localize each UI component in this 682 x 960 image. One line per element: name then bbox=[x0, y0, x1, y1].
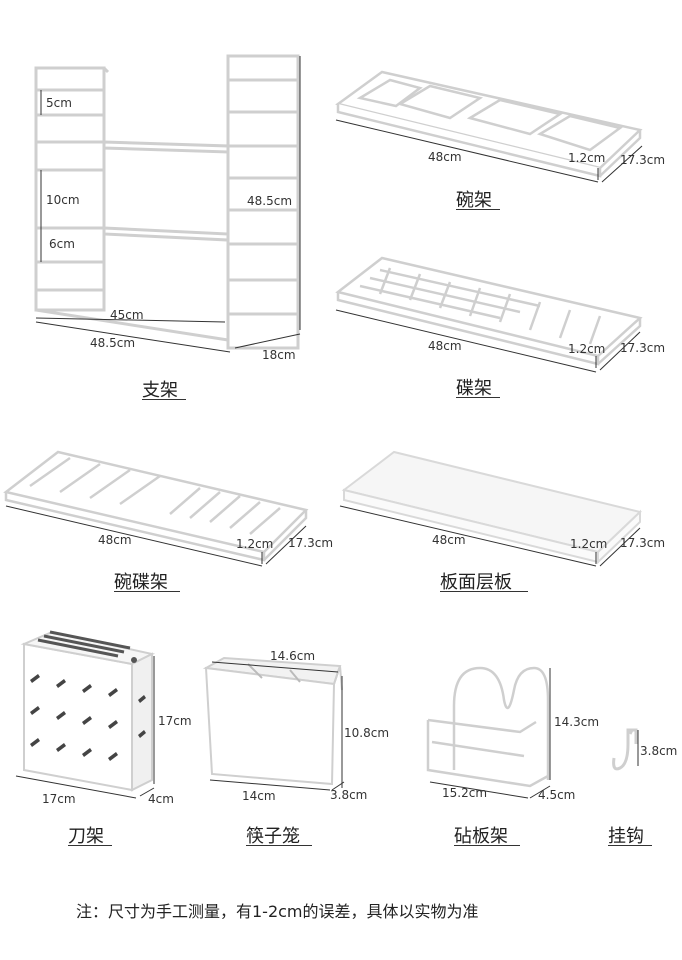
measurement-note: 注：尺寸为手工测量，有1-2cm的误差，具体以实物为准 bbox=[76, 902, 479, 921]
board-rack-dim-lines bbox=[429, 668, 551, 799]
chopstick-cage-name: 筷子笼 bbox=[246, 826, 300, 847]
board-rack-name: 砧板架 bbox=[454, 826, 508, 847]
hook-height-label: 3.8cm bbox=[640, 744, 678, 758]
chopstick-cage-depth-label: 3.8cm bbox=[330, 788, 368, 802]
bowl-plate-rack-height-label: 1.2cm bbox=[236, 537, 274, 551]
flat-shelf-name: 板面层板 bbox=[440, 572, 512, 593]
flat-shelf-drawing bbox=[341, 450, 643, 565]
plate-rack-dim-lines bbox=[335, 309, 641, 373]
bowl-rack-drawing bbox=[335, 70, 643, 178]
hook-drawing bbox=[612, 728, 638, 771]
rack-spacing2-label: 10cm bbox=[46, 193, 80, 207]
rack-spacing3-label: 6cm bbox=[49, 237, 75, 251]
rack-width-label: 48.5cm bbox=[90, 336, 136, 350]
rack-depth-label: 18cm bbox=[262, 348, 296, 362]
bowl-plate-rack-drawing bbox=[3, 450, 309, 562]
flat-shelf-depth-label: 17.3cm bbox=[620, 536, 666, 550]
chopstick-cage-top-width-label: 14.6cm bbox=[270, 649, 316, 663]
flat-shelf-height-label: 1.2cm bbox=[570, 537, 608, 551]
knife-block-width-label: 17cm bbox=[42, 792, 76, 806]
plate-rack-height-label: 1.2cm bbox=[568, 342, 606, 356]
knife-block-depth-label: 4cm bbox=[148, 792, 174, 806]
rack-dim-lines bbox=[35, 56, 301, 353]
plate-rack-length-label: 48cm bbox=[428, 339, 462, 353]
rack-spacing1-label: 5cm bbox=[46, 96, 72, 110]
bowl-plate-rack-dim-lines bbox=[5, 505, 307, 567]
flat-shelf-dim-lines bbox=[339, 505, 641, 567]
bowl-plate-rack-name: 碗碟架 bbox=[114, 572, 168, 593]
bowl-plate-rack-name-underline bbox=[114, 591, 180, 592]
knife-block-name-underline bbox=[68, 845, 112, 846]
knife-block-drawing bbox=[20, 630, 155, 792]
flat-shelf-name-underline bbox=[440, 591, 528, 592]
chopstick-cage-width-label: 14cm bbox=[242, 789, 276, 803]
bowl-rack-height-label: 1.2cm bbox=[568, 151, 606, 165]
bowl-rack-name: 碗架 bbox=[456, 190, 492, 211]
rack-drawing bbox=[34, 54, 300, 350]
board-rack-width-label: 15.2cm bbox=[442, 786, 488, 800]
board-rack-name-underline bbox=[454, 845, 520, 846]
knife-block-name: 刀架 bbox=[68, 826, 104, 847]
board-rack-depth-label: 4.5cm bbox=[538, 788, 576, 802]
rack-inner-width-label: 45cm bbox=[110, 308, 144, 322]
plate-rack-depth-label: 17.3cm bbox=[620, 341, 666, 355]
bowl-rack-length-label: 48cm bbox=[428, 150, 462, 164]
rack-name-underline bbox=[142, 399, 186, 400]
chopstick-cage-drawing bbox=[202, 656, 343, 786]
bowl-rack-depth-label: 17.3cm bbox=[620, 153, 666, 167]
chopstick-cage-name-underline bbox=[246, 845, 312, 846]
chopstick-cage-height-label: 10.8cm bbox=[344, 726, 390, 740]
knife-block-dim-lines bbox=[15, 656, 155, 799]
plate-rack-name: 碟架 bbox=[456, 378, 492, 399]
knife-block-height-label: 17cm bbox=[158, 714, 192, 728]
chopstick-cage-dim-lines bbox=[209, 661, 345, 791]
bowl-plate-rack-length-label: 48cm bbox=[98, 533, 132, 547]
board-rack-drawing bbox=[426, 666, 550, 788]
bowl-plate-rack-depth-label: 17.3cm bbox=[288, 536, 334, 550]
plate-rack-drawing bbox=[335, 256, 643, 366]
rack-height-label: 48.5cm bbox=[247, 194, 293, 208]
hook-name: 挂钩 bbox=[608, 826, 644, 847]
bowl-rack-dim-lines bbox=[335, 119, 643, 183]
bowl-rack-name-underline bbox=[456, 209, 500, 210]
flat-shelf-length-label: 48cm bbox=[432, 533, 466, 547]
hook-name-underline bbox=[608, 845, 652, 846]
board-rack-height-label: 14.3cm bbox=[554, 715, 600, 729]
rack-name: 支架 bbox=[142, 380, 178, 401]
plate-rack-name-underline bbox=[456, 397, 500, 398]
